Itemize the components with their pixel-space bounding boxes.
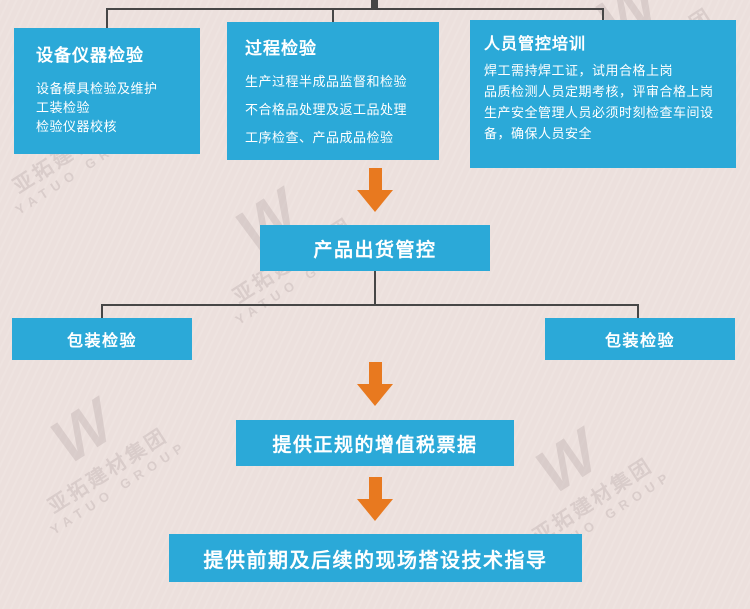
watermark-brand-en: YATUO GROUP (47, 437, 191, 538)
shipment-control-box: 产品出货管控 (260, 225, 490, 271)
process-inspection-box: 过程检验 生产过程半成品监督和检验 不合格品处理及返工品处理 工序检查、产品成品… (227, 22, 439, 160)
packing-inspection-label: 包装检验 (66, 333, 137, 350)
branch-vertical-line (374, 271, 376, 306)
stub-right (602, 8, 604, 20)
box-line: 工装检验 (36, 100, 91, 115)
stub-left (106, 8, 108, 28)
box-line: 生产过程半成品监督和检验 (245, 74, 408, 89)
box-line: 品质检测人员定期考核，评审合格上岗 (484, 84, 714, 99)
arrow-shaft (368, 362, 382, 384)
watermark-brand: 亚拓建材集团 (44, 424, 173, 518)
box-line: 设备模具检验及维护 (36, 81, 158, 96)
watermark: W 亚拓建材集团 YATUO GROUP (0, 364, 191, 538)
arrow-shaft (368, 168, 382, 190)
shipment-control-label: 产品出货管控 (313, 239, 437, 261)
top-trunk-line (371, 0, 378, 9)
top-horizontal-line (106, 8, 603, 10)
packing-inspection-left-box: 包装检验 (12, 318, 192, 360)
box-title: 设备仪器检验 (36, 46, 144, 65)
equipment-inspection-box: 设备仪器检验 设备模具检验及维护 工装检验 检验仪器校核 (14, 28, 200, 154)
arrow-head (357, 499, 393, 521)
box-line: 生产安全管理人员必须时刻检查车间设备，确保人员安全 (484, 105, 714, 141)
box-title: 过程检验 (245, 39, 317, 58)
stub-middle (332, 8, 334, 22)
box-line: 检验仪器校核 (36, 119, 118, 134)
invoice-box: 提供正规的增值税票据 (236, 420, 514, 466)
guidance-label: 提供前期及后续的现场搭设技术指导 (203, 549, 548, 572)
down-arrow (357, 168, 393, 212)
down-arrow (357, 477, 393, 521)
box-line: 工序检查、产品成品检验 (245, 130, 394, 145)
branch-stub-left (101, 304, 103, 318)
watermark-logo: W (39, 387, 127, 478)
box-line: 不合格品处理及返工品处理 (245, 102, 408, 117)
guidance-box: 提供前期及后续的现场搭设技术指导 (169, 534, 582, 582)
invoice-label: 提供正规的增值税票据 (272, 434, 478, 456)
personnel-training-box: 人员管控培训 焊工需持焊工证，试用合格上岗 品质检测人员定期考核，评审合格上岗 … (470, 20, 736, 168)
packing-inspection-right-box: 包装检验 (545, 318, 735, 360)
arrow-head (357, 384, 393, 406)
arrow-shaft (368, 477, 382, 499)
box-title: 人员管控培训 (484, 36, 587, 53)
down-arrow (357, 362, 393, 406)
branch-horizontal-line (101, 304, 639, 306)
box-line: 焊工需持焊工证，试用合格上岗 (484, 63, 674, 78)
branch-stub-right (637, 304, 639, 318)
arrow-head (357, 190, 393, 212)
packing-inspection-label: 包装检验 (604, 333, 675, 350)
